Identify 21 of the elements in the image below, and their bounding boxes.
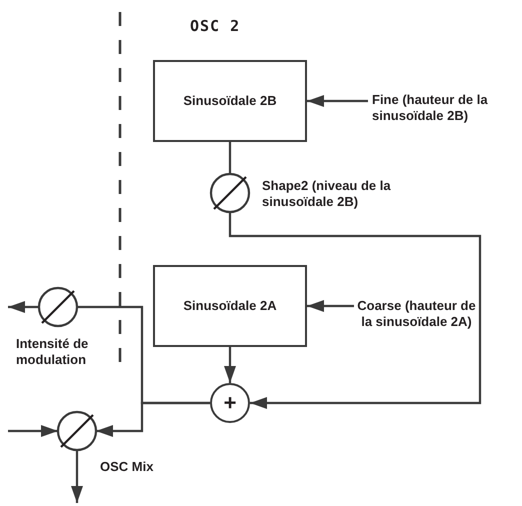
- knob-symbol: [55, 409, 99, 453]
- parameter-label: Fine (hauteur de la sinusoïdale 2B): [372, 92, 522, 126]
- knob-symbol: [208, 171, 252, 215]
- knob-label: OSC Mix: [100, 459, 154, 475]
- signal-arrow: [307, 95, 368, 107]
- oscillator-box: Sinusoïdale 2B: [153, 60, 307, 142]
- signal-line: [228, 142, 232, 174]
- signal-arrow: [8, 301, 39, 313]
- parameter-label: Coarse (hauteur de la sinusoïdale 2A): [354, 298, 479, 350]
- knob-label: Shape2 (niveau de la sinusoïdale 2B): [262, 178, 392, 210]
- signal-arrow: [307, 300, 354, 312]
- signal-arrow: [224, 347, 236, 383]
- signal-arrow: [8, 425, 58, 437]
- signal-arrow: [228, 212, 482, 409]
- signal-arrow: [71, 450, 83, 503]
- signal-arrow: [96, 402, 210, 437]
- summing-node: +: [210, 383, 250, 423]
- section-title: OSC 2: [190, 17, 240, 35]
- knob-label: Intensité de modulation: [16, 336, 90, 368]
- knob-symbol: [36, 285, 80, 329]
- oscillator-box: Sinusoïdale 2A: [153, 265, 307, 347]
